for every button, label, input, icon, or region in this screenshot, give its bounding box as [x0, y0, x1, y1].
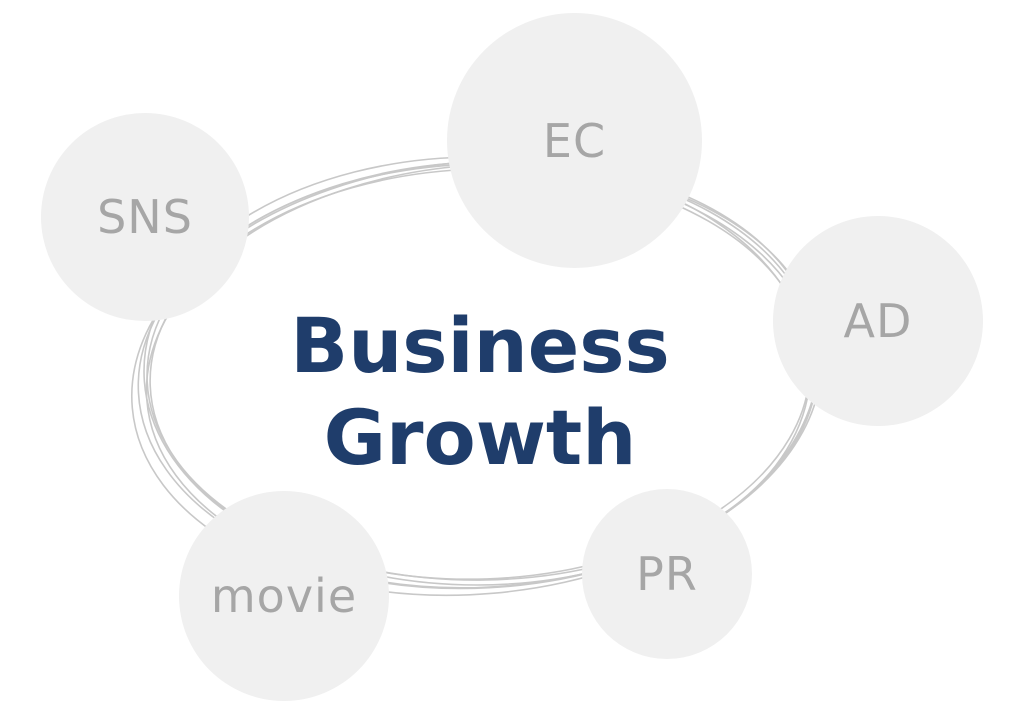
node-movie: movie [179, 491, 389, 701]
node-sns: SNS [41, 113, 249, 321]
node-ec: EC [447, 13, 702, 268]
node-label: SNS [97, 190, 193, 244]
node-label: AD [843, 294, 913, 348]
center-title-line2: Growth [323, 393, 637, 482]
node-label: EC [542, 113, 607, 168]
node-ad: AD [773, 216, 983, 426]
center-title-line1: Business [290, 301, 670, 390]
node-label: movie [210, 569, 358, 623]
center-title: Business Growth [240, 300, 720, 484]
node-label: PR [636, 547, 698, 601]
node-pr: PR [582, 489, 752, 659]
